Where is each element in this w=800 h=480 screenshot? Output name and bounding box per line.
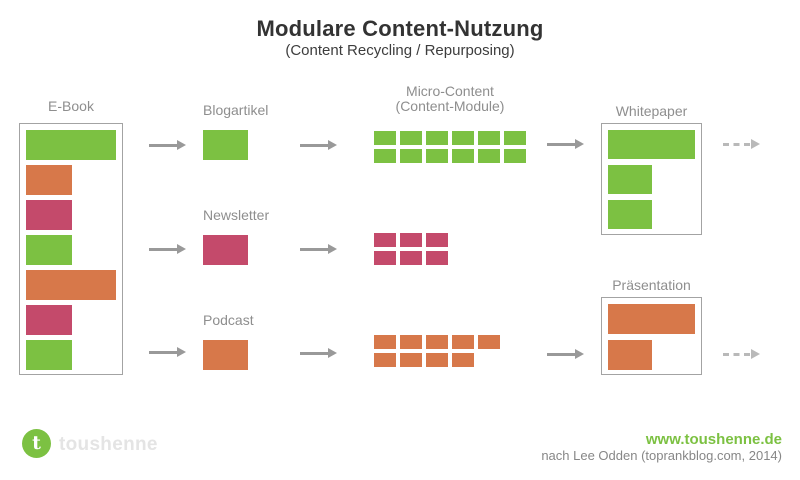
arrow-icon	[300, 244, 337, 254]
output-bar	[608, 165, 653, 194]
channel-podcast: Podcast	[203, 312, 323, 370]
micro-grid-row	[374, 353, 500, 367]
channel-label: Blogartikel	[203, 102, 269, 118]
micro-module	[452, 335, 474, 349]
channel-label: Podcast	[203, 312, 254, 328]
page-subtitle: (Content Recycling / Repurposing)	[285, 42, 515, 59]
dashed-arrow-icon	[723, 349, 760, 359]
channel-rect	[203, 340, 248, 370]
micro-grid-row	[374, 233, 448, 247]
ebook-bar	[26, 165, 72, 195]
ebook-bar	[26, 305, 72, 335]
micro-grid-row	[374, 251, 448, 265]
micro-grid-orange	[374, 335, 500, 367]
micro-module	[504, 131, 526, 145]
toushenne-logo-icon: t	[22, 429, 51, 458]
arrow-icon	[149, 244, 186, 254]
arrow-icon	[300, 140, 337, 150]
micro-module	[400, 335, 422, 349]
micro-content-label: Micro-Content (Content-Module)	[360, 84, 540, 114]
micro-module	[452, 131, 474, 145]
arrow-icon	[149, 347, 186, 357]
micro-grid-row	[374, 131, 526, 145]
micro-module	[400, 149, 422, 163]
website-link[interactable]: www.toushenne.de	[645, 431, 782, 448]
channel-blogartikel: Blogartikel	[203, 102, 323, 160]
micro-module	[504, 149, 526, 163]
output-bar	[608, 200, 653, 229]
micro-grid-pink	[374, 233, 448, 265]
micro-module	[400, 353, 422, 367]
micro-module	[400, 251, 422, 265]
ebook-bar	[26, 340, 72, 370]
micro-module	[478, 149, 500, 163]
micro-module	[426, 149, 448, 163]
ebook-label: E-Book	[48, 98, 94, 114]
output-label: Präsentation	[612, 277, 691, 293]
output-bar	[608, 130, 695, 159]
output-bar	[608, 304, 695, 334]
micro-content-label-line2: (Content-Module)	[395, 98, 505, 114]
micro-grid-row	[374, 149, 526, 163]
attribution-text: nach Lee Odden (toprankblog.com, 2014)	[541, 448, 782, 463]
whitepaper-box	[601, 123, 702, 235]
micro-module	[400, 233, 422, 247]
ebook-bar	[26, 200, 72, 230]
micro-grid-row	[374, 335, 500, 349]
output-label: Whitepaper	[615, 103, 688, 119]
arrow-icon	[547, 139, 584, 149]
micro-module	[374, 251, 396, 265]
micro-grid-green	[374, 131, 526, 163]
ebook-group: E-Book	[19, 98, 123, 375]
ebook-bar	[26, 130, 116, 160]
micro-module	[374, 233, 396, 247]
arrow-icon	[300, 348, 337, 358]
ebook-bar	[26, 270, 116, 300]
logo-letter: t	[32, 432, 41, 454]
micro-module	[452, 149, 474, 163]
micro-module	[426, 251, 448, 265]
micro-module	[400, 131, 422, 145]
micro-module	[426, 131, 448, 145]
output-bar	[608, 340, 653, 370]
channel-newsletter: Newsletter	[203, 207, 323, 265]
dashed-arrow-icon	[723, 139, 760, 149]
micro-module	[374, 353, 396, 367]
channel-label: Newsletter	[203, 207, 270, 223]
micro-content-label-line1: Micro-Content	[406, 83, 494, 99]
channel-rect	[203, 130, 248, 160]
micro-module	[426, 233, 448, 247]
arrow-icon	[149, 140, 186, 150]
page-title: Modulare Content-Nutzung	[256, 16, 544, 41]
micro-module	[374, 149, 396, 163]
output-whitepaper: Whitepaper	[601, 103, 702, 235]
micro-module	[478, 335, 500, 349]
channel-rect	[203, 235, 248, 265]
micro-module	[374, 131, 396, 145]
micro-module	[426, 353, 448, 367]
micro-module	[426, 335, 448, 349]
micro-module	[478, 131, 500, 145]
logo-text: toushenne	[59, 434, 158, 455]
ebook-box	[19, 123, 123, 375]
praesentation-box	[601, 297, 702, 375]
output-praesentation: Präsentation	[601, 277, 702, 375]
ebook-bar	[26, 235, 72, 265]
micro-module	[374, 335, 396, 349]
arrow-icon	[547, 349, 584, 359]
micro-module	[452, 353, 474, 367]
